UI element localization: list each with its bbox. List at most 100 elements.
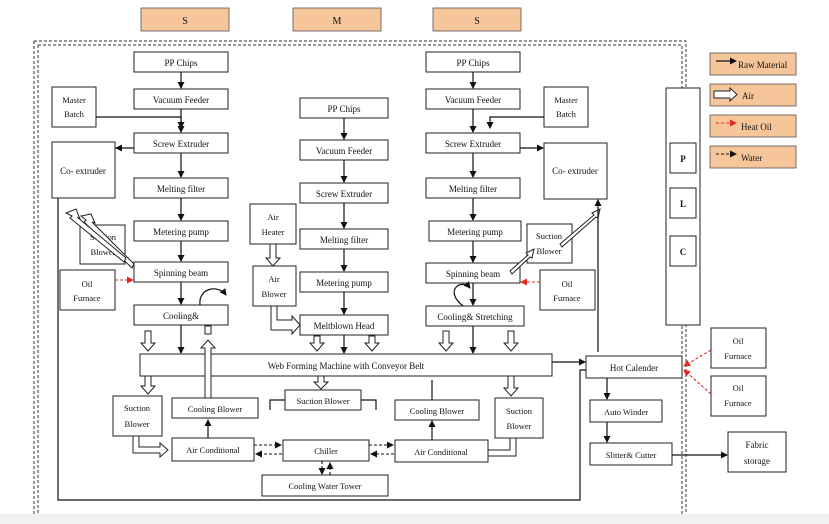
svg-text:PP Chips: PP Chips: [328, 104, 361, 114]
arrow-left-cooling-loop: [199, 288, 227, 306]
left-oil-furnace: Oil Furnace: [59, 269, 116, 311]
svg-text:PP Chips: PP Chips: [457, 58, 490, 68]
air-right-suction-to-co: [559, 208, 601, 248]
svg-text:Air Conditional: Air Conditional: [186, 445, 240, 455]
svg-text:Air: Air: [267, 212, 279, 222]
oil-furnace-bottom: Oil Furnace: [710, 375, 767, 417]
svg-text:Vacuum Feeder: Vacuum Feeder: [153, 95, 209, 105]
svg-text:Meltblown Head: Meltblown Head: [314, 321, 375, 331]
left-metering-pump: Metering pump: [133, 220, 229, 242]
middle-melting-filter: Melting filter: [299, 228, 389, 250]
bottom-strip: [0, 514, 829, 524]
right-oil-furnace: Oil Furnace: [539, 269, 596, 311]
air-web-in-5: [502, 330, 520, 352]
svg-text:Co- extruder: Co- extruder: [552, 166, 598, 176]
svg-text:Melting filter: Melting filter: [320, 235, 368, 245]
svg-text:Oil: Oil: [82, 279, 94, 289]
heat-oil-top-to-calender: [683, 349, 712, 367]
svg-text:Water: Water: [741, 153, 762, 163]
arrow-left-masterbatch: [96, 116, 185, 129]
svg-text:Master: Master: [62, 95, 86, 105]
right-spinning-beam: Spinning beam: [425, 262, 521, 284]
svg-text:Raw Material: Raw Material: [738, 60, 788, 70]
svg-text:Melting filter: Melting filter: [157, 184, 205, 194]
web-forming-machine: Web Forming Machine with Conveyor Belt: [139, 353, 553, 377]
svg-text:Oil: Oil: [562, 279, 574, 289]
lower-suction-blower-right: Suction Blower: [494, 397, 544, 439]
svg-text:Cooling Water Tower: Cooling Water Tower: [288, 481, 361, 491]
lower-cooling-water-tower: Cooling Water Tower: [261, 474, 389, 497]
middle-air-heater: Air Heater: [249, 203, 297, 245]
lower-chiller: Chiller: [282, 439, 370, 462]
svg-text:Web Forming Machine with Conve: Web Forming Machine with Conveyor Belt: [268, 361, 425, 371]
middle-meltblown-head: Meltblown Head: [299, 314, 389, 336]
lower-cooling-blower-right: Cooling Blower: [394, 399, 480, 421]
svg-text:Vacuum Feeder: Vacuum Feeder: [445, 95, 501, 105]
left-spinning-beam: Spinning beam: [133, 261, 229, 283]
air-mid-heater-blower: [264, 243, 282, 267]
svg-text:Cooling Blower: Cooling Blower: [188, 404, 243, 414]
svg-text:Air Conditional: Air Conditional: [414, 447, 468, 457]
svg-text:Oil: Oil: [733, 336, 745, 346]
svg-text:Melting filter: Melting filter: [449, 184, 497, 194]
hot-calender: Hot Calender: [585, 355, 683, 379]
line-suction-mid-left: [269, 399, 285, 410]
lower-air-conditional-left: Air Conditional: [171, 437, 255, 462]
heat-oil-bottom-to-calender: [683, 369, 712, 395]
arrow-right-masterbatch: [486, 116, 544, 129]
svg-text:Blower: Blower: [261, 289, 286, 299]
air-web-in-3: [363, 335, 381, 352]
left-master-batch: Master Batch: [51, 86, 97, 128]
svg-text:Suction: Suction: [506, 406, 533, 416]
fabric-storage: Fabric storage: [727, 431, 787, 473]
air-cooling-blower-left-up: [199, 339, 217, 399]
svg-text:Batch: Batch: [556, 109, 577, 119]
svg-text:storage: storage: [744, 456, 770, 466]
right-melting-filter: Melting filter: [425, 177, 521, 199]
svg-text:Spinning beam: Spinning beam: [446, 269, 500, 279]
svg-text:Blower: Blower: [90, 247, 115, 257]
svg-text:Slitter& Cutter: Slitter& Cutter: [606, 450, 657, 460]
svg-text:Metering pump: Metering pump: [447, 227, 503, 237]
legend-heat-oil: Heat Oil: [709, 114, 797, 138]
air-mid-blower-head: [270, 305, 301, 336]
svg-text:Air: Air: [742, 91, 754, 101]
svg-text:M: M: [333, 16, 342, 27]
svg-text:Blower: Blower: [124, 419, 149, 429]
svg-text:Screw Extruder: Screw Extruder: [445, 139, 501, 149]
svg-text:Batch: Batch: [64, 109, 85, 119]
line-suction-mid-right: [361, 399, 377, 410]
left-vacuum-feeder: Vacuum Feeder: [133, 88, 229, 110]
air-left-suction-to-co: [64, 208, 127, 263]
svg-text:C: C: [680, 247, 687, 257]
left-co-extruder: Co- extruder: [51, 141, 116, 199]
svg-text:Furnace: Furnace: [553, 293, 581, 303]
svg-text:Heat Oil: Heat Oil: [741, 122, 772, 132]
middle-vacuum-feeder: Vacuum Feeder: [299, 139, 389, 161]
middle-pp-chips: PP Chips: [299, 97, 389, 119]
right-cooling-stretching: Cooling& Stretching: [425, 305, 525, 327]
svg-text:Metering pump: Metering pump: [316, 278, 372, 288]
plc-panel: P L C: [665, 87, 701, 326]
air-cooling-left-stub: [204, 325, 212, 335]
air-suction-right-to-ac: [487, 437, 517, 457]
air-suction-left-to-ac: [132, 435, 169, 459]
line-left-coextruder-return: [57, 198, 586, 501]
svg-text:Furnace: Furnace: [724, 351, 752, 361]
svg-text:Hot Calender: Hot Calender: [610, 363, 658, 373]
svg-text:Metering pump: Metering pump: [153, 227, 209, 237]
left-pp-chips: PP Chips: [133, 51, 229, 73]
left-screw-extruder: Screw Extruder: [133, 132, 229, 154]
middle-air-blower: Air Blower: [252, 265, 297, 307]
air-web-in-1: [139, 330, 157, 352]
svg-text:Cooling Blower: Cooling Blower: [410, 406, 465, 416]
auto-winder: Auto Winder: [589, 399, 663, 423]
svg-text:Suction: Suction: [536, 231, 563, 241]
right-master-batch: Master Batch: [543, 86, 589, 128]
right-co-extruder: Co- extruder: [543, 142, 608, 200]
air-right-suction: [509, 248, 535, 275]
svg-text:Suction: Suction: [124, 403, 151, 413]
svg-text:Vacuum Feeder: Vacuum Feeder: [316, 146, 372, 156]
svg-text:P: P: [680, 154, 686, 164]
